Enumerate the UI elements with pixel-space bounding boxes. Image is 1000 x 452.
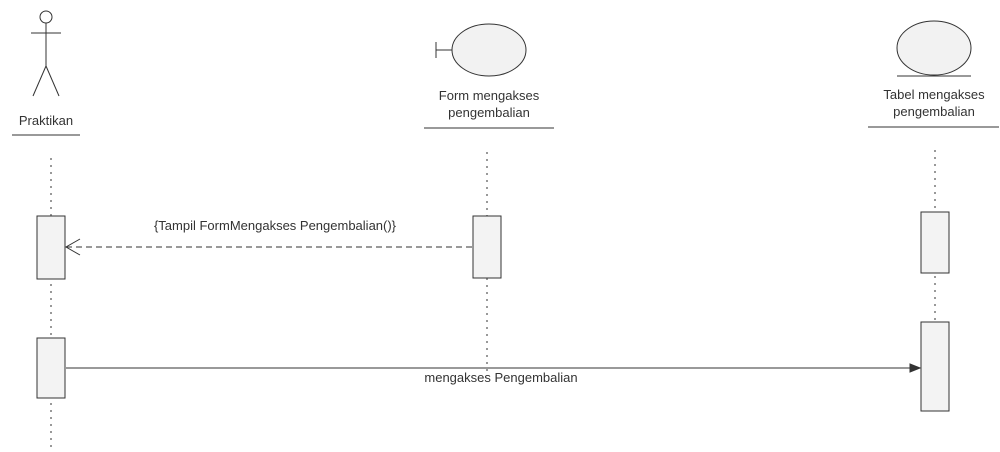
entity-label-line1: Tabel mengakses [883,87,985,102]
stick-figure-icon [31,10,61,97]
boundary-label-line2: pengembalian [448,105,530,120]
entity-icon [896,20,972,77]
activation-praktikan-1[interactable] [36,215,66,280]
boundary-icon [435,23,527,77]
boundary-label-line1: Form mengakses [439,88,540,103]
entity-tabel-mengakses-pengembalian[interactable]: Tabel mengakses pengembalian [868,20,999,128]
open-arrowhead-icon [64,238,81,256]
boundary-form-mengakses-pengembalian[interactable]: Form mengakses pengembalian [424,23,554,129]
actor-praktikan-label: Praktikan [19,113,73,128]
activation-tabel-2[interactable] [920,321,950,412]
message-return-tampil-form[interactable]: {Tampil FormMengakses Pengembalian()} [64,218,472,256]
filled-arrowhead-icon [909,363,922,373]
return-message-label: {Tampil FormMengakses Pengembalian()} [154,218,397,233]
call-message-label: mengakses Pengembalian [424,370,577,385]
message-mengakses-pengembalian[interactable]: mengakses Pengembalian [66,363,922,385]
activation-tabel-1[interactable] [920,211,950,274]
actor-praktikan[interactable]: Praktikan [12,10,80,136]
activation-praktikan-2[interactable] [36,337,66,399]
entity-label-line2: pengembalian [893,104,975,119]
activation-form-1[interactable] [472,215,502,279]
